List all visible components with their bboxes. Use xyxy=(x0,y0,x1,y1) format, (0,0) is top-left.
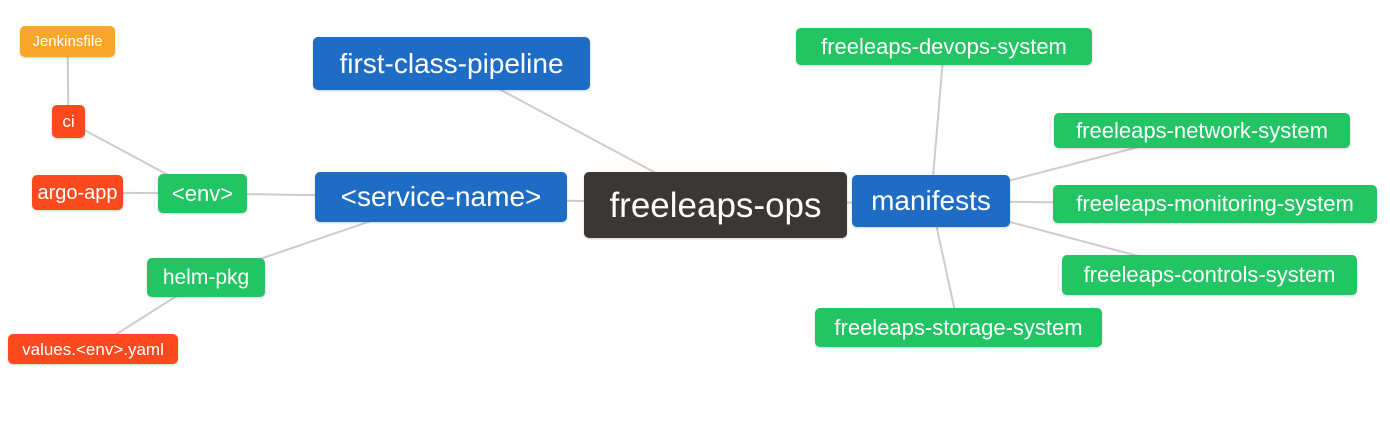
node-first-class-pipeline[interactable]: first-class-pipeline xyxy=(313,37,590,90)
node-values-env-yaml[interactable]: values.<env>.yaml xyxy=(8,334,178,364)
node-jenkinsfile[interactable]: Jenkinsfile xyxy=(20,26,115,57)
node-env[interactable]: <env> xyxy=(158,174,247,213)
node-service-name[interactable]: <service-name> xyxy=(315,172,567,222)
node-freeleaps-storage-system[interactable]: freeleaps-storage-system xyxy=(815,308,1102,347)
node-helm-pkg[interactable]: helm-pkg xyxy=(147,258,265,297)
node-argo-app[interactable]: argo-app xyxy=(32,175,123,210)
node-freeleaps-controls-system[interactable]: freeleaps-controls-system xyxy=(1062,255,1357,295)
node-freeleaps-monitoring-system[interactable]: freeleaps-monitoring-system xyxy=(1053,185,1377,223)
node-manifests[interactable]: manifests xyxy=(852,175,1010,227)
node-freeleaps-network-system[interactable]: freeleaps-network-system xyxy=(1054,113,1350,148)
node-freeleaps-devops-system[interactable]: freeleaps-devops-system xyxy=(796,28,1092,65)
node-freeleaps-ops[interactable]: freeleaps-ops xyxy=(584,172,847,238)
node-ci[interactable]: ci xyxy=(52,105,85,138)
